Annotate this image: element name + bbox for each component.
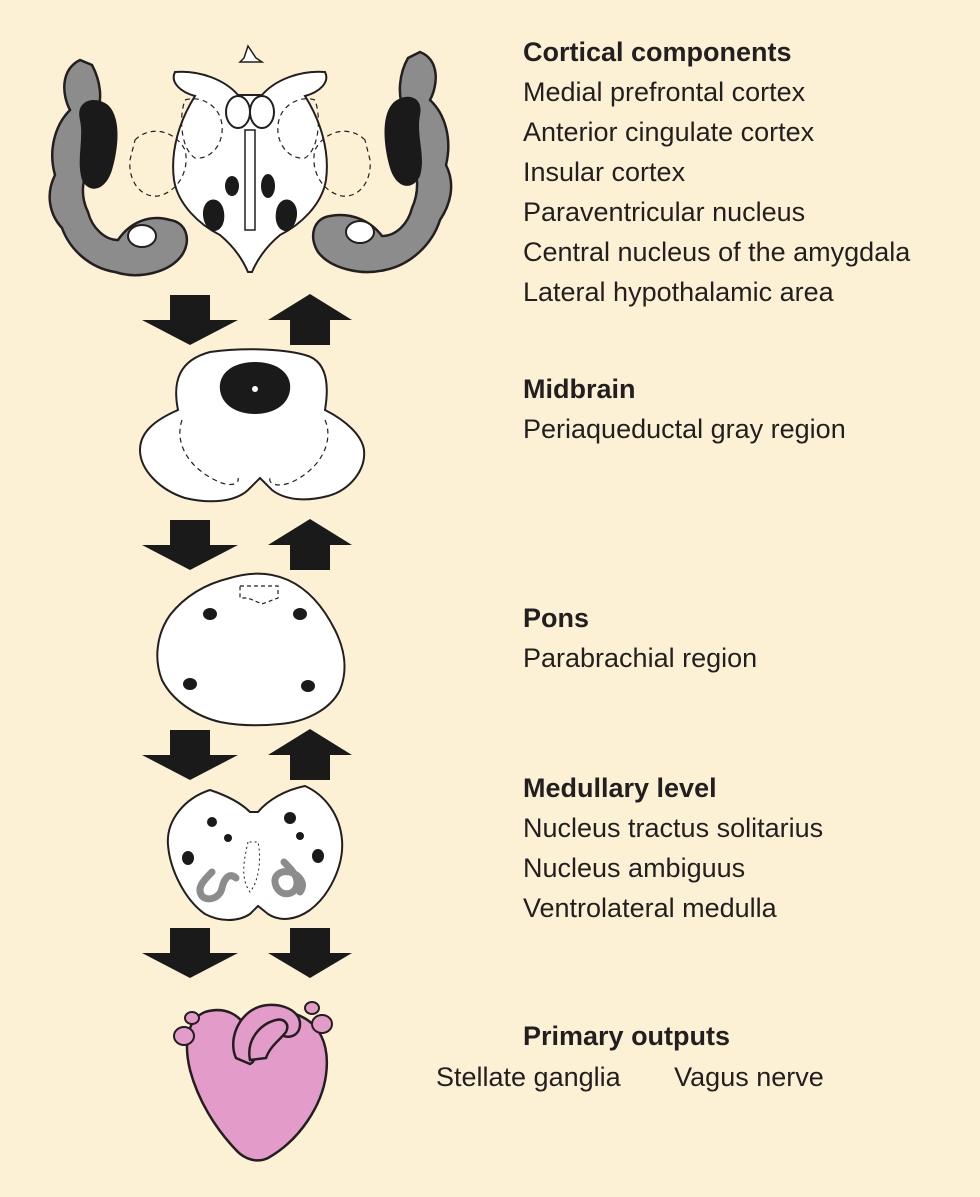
medulla-dot-right-low	[312, 849, 324, 863]
left-ventricle-oval	[225, 95, 251, 129]
primary-outputs-heading: Primary outputs	[523, 1021, 731, 1051]
pons-dot-top-left	[203, 608, 217, 620]
left-insular-dark	[79, 100, 118, 189]
left-dashed-nucleus	[129, 130, 187, 197]
left-amygdala-nucleus	[202, 199, 225, 232]
output-stellate-ganglia: Stellate ganglia	[436, 1062, 621, 1092]
left-white-oval	[127, 224, 157, 248]
left-cortex-ribbon	[48, 58, 189, 277]
down-arrow-icon	[268, 928, 352, 978]
arrow-row-4	[142, 928, 352, 978]
pons-dot-top-right	[293, 608, 307, 620]
midbrain-group: Midbrain Periaqueductal gray region	[523, 369, 846, 449]
right-dashed-nucleus	[313, 130, 371, 197]
midbrain-left-dashed	[179, 419, 239, 486]
output-vagus-nerve: Vagus nerve	[674, 1062, 824, 1092]
medulla-dot-right-top	[284, 812, 296, 824]
cortical-item-lateral-hypothalamic: Lateral hypothalamic area	[523, 277, 834, 307]
top-small-triangle	[238, 44, 265, 63]
down-arrow-icon	[142, 730, 238, 780]
heart-vessel-left	[173, 1026, 195, 1046]
pons-item-parabrachial: Parabrachial region	[523, 643, 758, 673]
medullary-level-group: Medullary level Nucleus tractus solitari…	[523, 768, 823, 928]
medulla-center-dashed	[243, 841, 261, 893]
pons-dot-bottom-right	[301, 680, 315, 692]
heart-vessel-right	[311, 1014, 333, 1034]
medulla-right-olive	[271, 858, 306, 898]
arrow-row-2	[142, 519, 352, 570]
medulla-dot-left-low	[182, 851, 194, 865]
medullary-level-heading: Medullary level	[523, 773, 717, 803]
cortical-section-illustration	[48, 44, 453, 277]
midline-stalk	[244, 129, 256, 231]
right-dashed-striatum	[277, 98, 320, 159]
midbrain-outline	[138, 348, 366, 503]
down-arrow-icon	[142, 928, 238, 978]
medulla-dot-left-mid	[224, 834, 232, 842]
midbrain-heading: Midbrain	[523, 374, 636, 404]
heart-vessel-top-left	[184, 1011, 200, 1025]
right-ventricle-oval	[249, 95, 275, 129]
cortical-item-insular: Insular cortex	[523, 157, 686, 187]
heart-pulmonary-trunk	[248, 1018, 289, 1062]
pons-heading: Pons	[523, 603, 590, 633]
up-arrow-icon	[268, 294, 352, 345]
arrow-row-3	[142, 729, 352, 780]
up-arrow-icon	[268, 729, 352, 780]
medulla-item-tractus-solitarius: Nucleus tractus solitarius	[523, 813, 824, 843]
right-hypothalamic-nucleus	[261, 174, 275, 198]
cortical-item-anterior-cingulate: Anterior cingulate cortex	[523, 117, 815, 147]
pons-fourth-ventricle	[239, 585, 279, 605]
right-white-oval	[345, 220, 375, 244]
cortical-item-central-amygdala: Central nucleus of the amygdala	[523, 237, 911, 267]
cortical-components-heading: Cortical components	[523, 37, 792, 67]
medulla-section-illustration	[166, 784, 344, 921]
pons-group: Pons Parabrachial region	[523, 598, 757, 678]
pons-dot-bottom-left	[183, 678, 197, 690]
primary-outputs-group: Primary outputs	[523, 1016, 730, 1056]
right-cortex-ribbon	[311, 50, 453, 274]
midbrain-item-periaqueductal: Periaqueductal gray region	[523, 414, 846, 444]
medulla-item-ambiguus: Nucleus ambiguus	[523, 853, 746, 883]
arrow-row-1	[142, 294, 352, 345]
cortical-item-medial-prefrontal: Medial prefrontal cortex	[523, 77, 806, 107]
right-amygdala-nucleus	[275, 199, 298, 232]
right-insular-dark	[384, 96, 422, 186]
primary-outputs-row: Stellate ganglia Vagus nerve	[436, 1057, 824, 1097]
left-dashed-striatum	[180, 98, 223, 159]
medulla-dot-left-top	[207, 817, 217, 827]
down-arrow-icon	[142, 520, 238, 570]
medulla-dot-right-mid	[296, 832, 304, 840]
down-arrow-icon	[142, 295, 238, 345]
midbrain-section-illustration	[138, 348, 366, 503]
left-hypothalamic-nucleus	[225, 176, 239, 196]
heart-icon	[173, 1001, 333, 1162]
medulla-left-olive	[196, 868, 240, 903]
medulla-item-ventrolateral: Ventrolateral medulla	[523, 893, 777, 923]
pons-outline	[156, 572, 346, 727]
cortical-item-paraventricular: Paraventricular nucleus	[523, 197, 806, 227]
heart-vessel-top-right	[304, 1001, 320, 1015]
aqueduct-dot	[252, 386, 258, 392]
up-arrow-icon	[268, 519, 352, 570]
cortical-components-group: Cortical components Medial prefrontal co…	[523, 32, 910, 312]
pons-section-illustration	[156, 572, 346, 727]
